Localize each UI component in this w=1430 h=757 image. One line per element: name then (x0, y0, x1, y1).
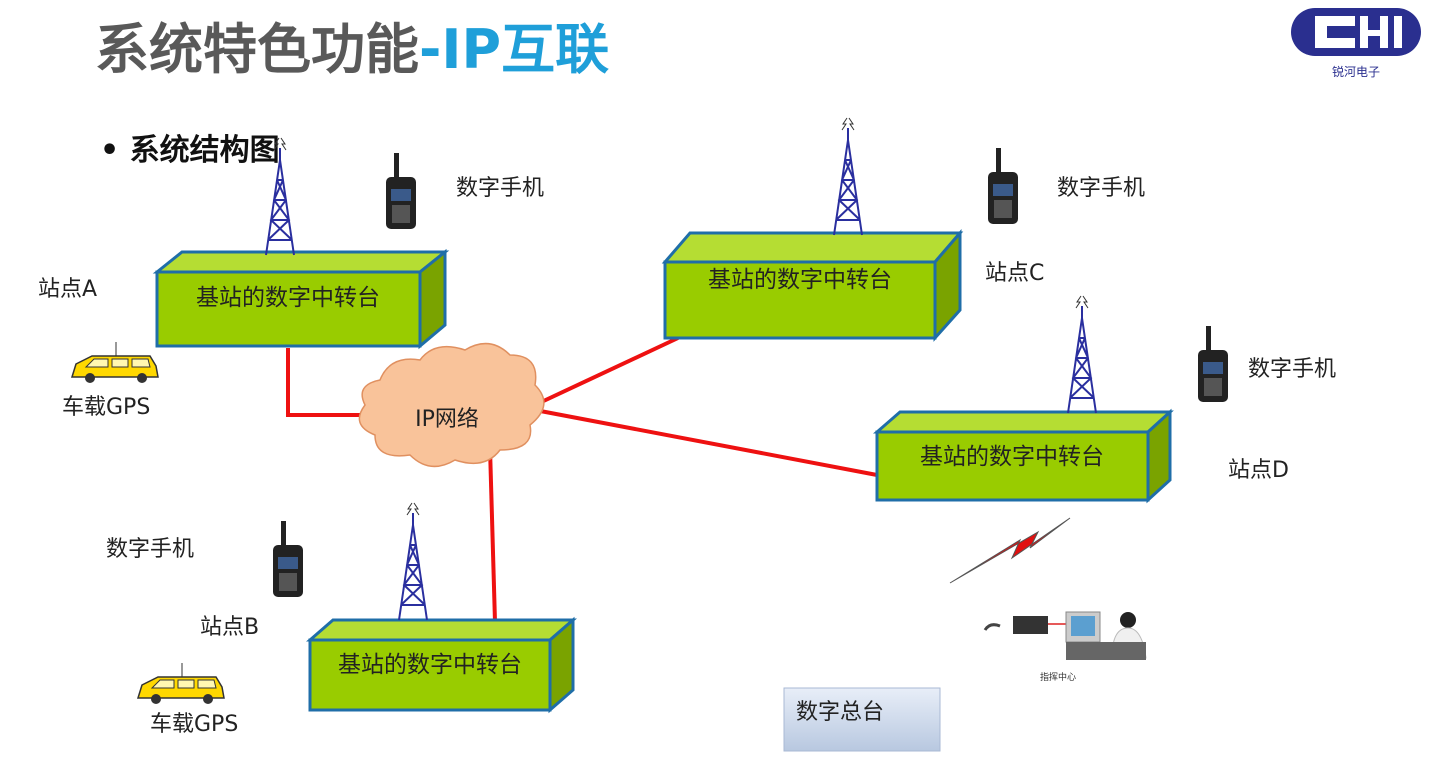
svg-text:系统特色功能-IP互联: 系统特色功能-IP互联 (95, 18, 609, 81)
antenna-tower-icon (398, 502, 428, 621)
vehicle-gps-label-a: 车载GPS (62, 395, 150, 420)
ip-network-label: IP网络 (415, 407, 479, 432)
bullet-heading: • 系统结构图 (100, 133, 280, 168)
slide-title: 系统特色功能 (95, 18, 419, 81)
handset-label-b: 数字手机 (106, 537, 194, 562)
digital-console-box: 数字总台 (783, 687, 941, 752)
handheld-radio-icon (273, 521, 303, 597)
company-name: 锐河电子 (1332, 65, 1380, 79)
link-a (286, 348, 362, 417)
station-b-label: 站点B (200, 615, 259, 640)
handset-label-a: 数字手机 (456, 176, 544, 201)
digital-console-label: 数字总台 (796, 700, 884, 725)
handheld-radio-icon (1198, 326, 1228, 402)
link-d (534, 408, 878, 477)
svg-text:基站的数字中转台: 基站的数字中转台 (196, 285, 380, 311)
antenna-tower-icon (833, 117, 863, 236)
ip-network-cloud: IP网络 (358, 342, 545, 468)
dispatch-center-label: 指挥中心 (1040, 671, 1076, 683)
svg-text:基站的数字中转台: 基站的数字中转台 (708, 267, 892, 293)
vehicle-icon (137, 662, 225, 705)
vehicle-icon (71, 341, 159, 384)
station-c-label: 站点C (985, 261, 1044, 286)
repeater-b: 基站的数字中转台 (305, 616, 578, 714)
station-d-label: 站点D (1228, 458, 1289, 483)
link-c (534, 336, 679, 407)
link-b (488, 447, 497, 623)
antenna-tower-icon (1067, 295, 1097, 414)
repeater-d: 基站的数字中转台 (872, 408, 1174, 504)
wireless-link-icon (949, 517, 1071, 584)
company-logo: 锐河电子 (1291, 8, 1421, 79)
handheld-radio-icon (386, 153, 416, 229)
handset-label-d: 数字手机 (1248, 357, 1336, 382)
svg-text:基站的数字中转台: 基站的数字中转台 (920, 444, 1104, 470)
svg-text:基站的数字中转台: 基站的数字中转台 (338, 652, 522, 678)
vehicle-gps-label-b: 车载GPS (150, 712, 238, 737)
dispatch-center-picture: 指挥中心 (983, 611, 1147, 683)
slide-title-accent: -IP互联 (419, 18, 609, 81)
handset-label-c: 数字手机 (1057, 176, 1145, 201)
repeater-a: 基站的数字中转台 (152, 248, 450, 350)
ip-links (286, 336, 878, 623)
repeater-c: 基站的数字中转台 (661, 228, 964, 342)
station-a-label: 站点A (38, 277, 97, 302)
handheld-radio-icon (988, 148, 1018, 224)
